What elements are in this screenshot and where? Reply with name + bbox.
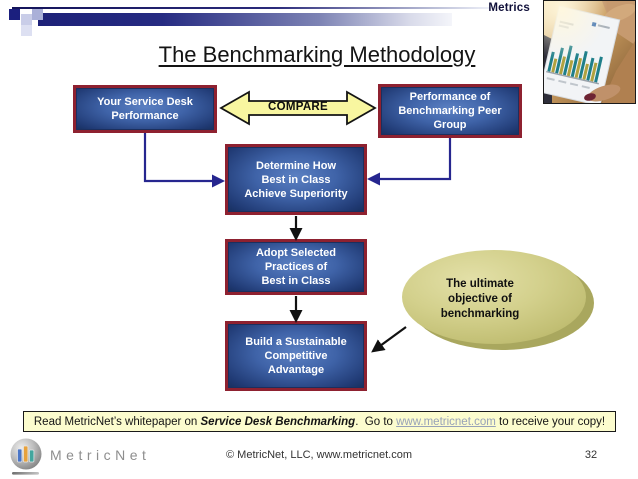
hand-holding-report-icon	[538, 1, 636, 107]
top-gradient-bar	[38, 13, 452, 26]
box-line: Build a Sustainable	[245, 336, 347, 348]
deco-square-navy	[9, 9, 20, 20]
box-line: Best in Class	[261, 173, 331, 186]
box-line: Adopt Selected	[255, 247, 337, 259]
metricnet-link[interactable]: www.metricnet.com	[396, 415, 496, 428]
box-adopt: Adopt Selected Practices of Best in Clas…	[225, 239, 367, 295]
whitepaper-banner: Read MetricNet’s whitepaper on Service D…	[23, 411, 616, 432]
logo-wordmark: MetricNet	[50, 447, 151, 463]
compare-label: COMPARE	[267, 101, 329, 113]
deco-square-lighter	[21, 25, 32, 36]
banner-text-prefix: Read MetricNet’s whitepaper on	[33, 415, 201, 428]
top-thin-rule	[12, 7, 490, 9]
oval-line: objective of	[448, 293, 512, 305]
box-line: Your Service Desk	[97, 96, 193, 108]
header-label: Metrics	[488, 2, 530, 14]
oval-line: benchmarking	[440, 308, 520, 320]
photo-thumbnail	[538, 0, 636, 107]
compare-arrow	[219, 90, 377, 126]
page-number: 32	[584, 449, 598, 461]
box-line: Performance	[111, 110, 179, 122]
box-line: Competitive	[264, 350, 328, 362]
logo-chart-icon	[10, 438, 42, 475]
objective-oval-text: The ultimate objective of benchmarking	[400, 277, 560, 322]
box-line: Group	[433, 119, 467, 131]
objective-oval	[402, 250, 594, 350]
deco-square-light	[21, 14, 32, 25]
box-line: Benchmarking Peer	[398, 105, 502, 117]
box-line: Advantage	[267, 364, 325, 376]
box-line: Determine How	[255, 159, 337, 172]
box-your-service-desk: Your Service Desk Performance	[73, 85, 217, 133]
box-build: Build a Sustainable Competitive Advantag…	[225, 321, 367, 391]
page-title: The Benchmarking Methodology	[158, 42, 476, 67]
banner-text-mid: . Go to	[355, 415, 397, 428]
box-determine: Determine How Best in Class Achieve Supe…	[225, 144, 367, 215]
box-peer-group: Performance of Benchmarking Peer Group	[378, 84, 522, 138]
box-line: Performance of	[409, 91, 491, 103]
oval-line: The ultimate	[446, 278, 514, 290]
box-line: Best in Class	[261, 275, 331, 287]
copyright-text: © MetricNet, LLC, www.metricnet.com	[226, 449, 412, 461]
banner-text-highlight: Service Desk Benchmarking	[200, 415, 356, 428]
deco-square-medium	[32, 9, 43, 20]
box-line: Practices of	[264, 261, 328, 273]
banner-text-suffix: to receive your copy!	[495, 415, 606, 428]
box-line: Achieve Superiority	[244, 187, 348, 200]
